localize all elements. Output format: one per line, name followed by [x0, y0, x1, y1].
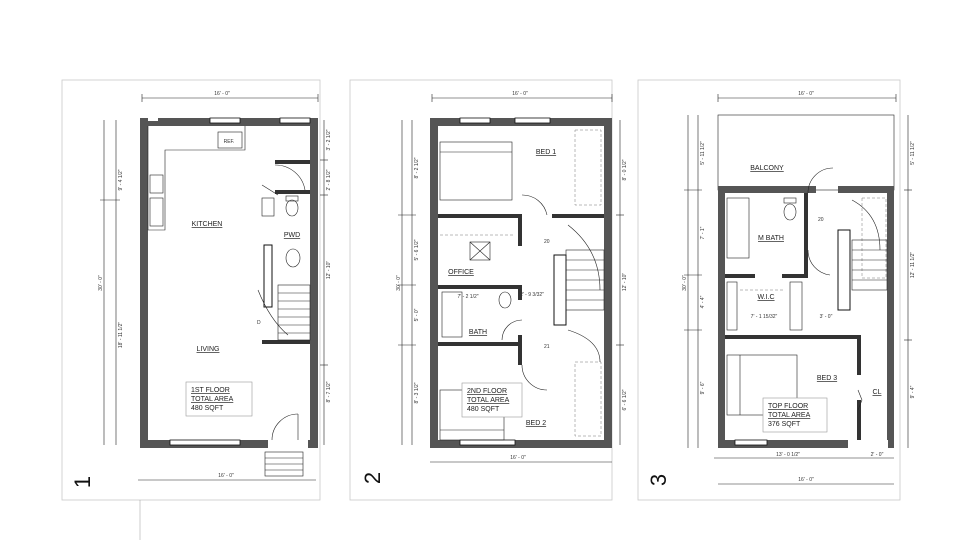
- walls-1: [140, 117, 318, 448]
- sheet-frame-1: [61, 79, 321, 501]
- dim-inner-1-3: 7' - 1 15/32": [751, 314, 778, 320]
- area-line-3-1: TOP FLOOR: [768, 403, 808, 410]
- dim-right-3-1: 12' - 10": [326, 261, 332, 280]
- room-label-bed3: BED 3: [817, 375, 837, 382]
- dimension-lines-3: [684, 94, 912, 485]
- dim-right-2-1: 2' - 8 1/2": [326, 169, 332, 190]
- dim-left-4-2: 8' - 3 1/2": [414, 382, 420, 403]
- dimension-lines-2: [398, 94, 624, 463]
- kitchen-counters-1: [147, 126, 275, 231]
- area-line-2-1: 2ND FLOOR: [467, 388, 507, 395]
- area-box-3: [762, 397, 828, 433]
- dim-left-2-3: 7' - 1": [700, 226, 706, 239]
- area-line-3-2: TOTAL AREA: [768, 412, 811, 419]
- floor-plan-1: 16' - 0" 16' - 0" 30' - 0" 9' - 4 1/2" 1…: [61, 79, 332, 540]
- dim-left-total-2: 30' - 0": [396, 275, 402, 291]
- room-label-pwd: PWD: [284, 232, 300, 239]
- dim-left-2-1: 18' - 11 1/2": [118, 322, 124, 348]
- area-line-1-3: 480 SQFT: [191, 405, 224, 412]
- dimension-lines-1: [100, 94, 328, 481]
- dim-bottom-2-3: 2' - 0": [871, 452, 884, 458]
- dim-bottom-1-3: 13' - 0 1/2": [776, 452, 800, 458]
- dim-left-total-1: 30' - 0": [98, 275, 104, 291]
- dim-right-2-2: 12' - 10": [622, 273, 628, 292]
- stair-mark-1: D: [257, 320, 261, 326]
- dim-left-total-3: 30' - 0": [682, 275, 688, 291]
- dim-inner-2-3: 3' - 0": [820, 314, 833, 320]
- area-line-2-3: 480 SQFT: [467, 406, 500, 413]
- dim-bottom-1: 16' - 0": [218, 473, 234, 479]
- walls-2: [430, 117, 612, 448]
- stair-mark-2a: 20: [544, 239, 550, 245]
- floor-plan-2: 16' - 0" 16' - 0" 30' - 0" 8' - 2 1/2" 5…: [349, 79, 628, 501]
- room-label-wic: W.I.C: [757, 294, 774, 301]
- dim-right-1-3: 5' - 11 1/2": [910, 141, 916, 165]
- sheet-frame-3: [637, 79, 901, 501]
- fixtures-3: [726, 167, 887, 416]
- stairs-2: [565, 224, 605, 363]
- room-label-kitchen: KITCHEN: [192, 221, 223, 228]
- dim-left-1-2: 8' - 2 1/2": [414, 157, 420, 178]
- dim-left-3-2: 5' - 0": [414, 308, 420, 321]
- dim-left-4-3: 9' - 6": [700, 381, 706, 394]
- room-label-balcony: BALCONY: [750, 165, 784, 172]
- dim-top-2: 16' - 0": [512, 91, 528, 97]
- stairs-1: [257, 284, 311, 341]
- dim-top-1: 16' - 0": [214, 91, 230, 97]
- dim-inner-1-2: 7' - 2 1/2": [457, 294, 478, 300]
- area-box-1: [185, 381, 253, 417]
- dim-right-3-2: 6' - 6 1/2": [622, 389, 628, 410]
- dim-left-3-3: 4' - 4": [700, 295, 706, 308]
- plan-number-3: 3: [646, 474, 671, 486]
- room-label-cl: CL: [873, 389, 882, 396]
- room-label-mbath: M BATH: [758, 235, 784, 242]
- dim-inner-2-2: 2' - 9 3/32": [520, 292, 544, 298]
- room-label-bed1: BED 1: [536, 149, 556, 156]
- stairs-3: [851, 199, 888, 291]
- walls-3: [717, 114, 895, 448]
- room-label-living: LIVING: [197, 346, 220, 353]
- stair-mark-3: 20: [818, 217, 824, 223]
- dim-top-3: 16' - 0": [798, 91, 814, 97]
- area-line-3-3: 376 SQFT: [768, 421, 801, 428]
- stair-mark-2b: 21: [544, 344, 550, 350]
- dim-left-2-2: 5' - 6 1/2": [414, 239, 420, 260]
- room-label-bath: BATH: [469, 329, 487, 336]
- powder-room-fixtures-1: [261, 164, 306, 268]
- dim-bottom-3: 16' - 0": [798, 477, 814, 483]
- dim-right-3-3: 9' - 4": [910, 385, 916, 398]
- area-box-2: [461, 382, 523, 418]
- dim-right-1-1: 3' - 2 1/2": [326, 129, 332, 150]
- dim-bottom-2: 16' - 0": [510, 455, 526, 461]
- room-label-office: OFFICE: [448, 269, 474, 276]
- dim-right-1-2: 8' - 0 1/2": [622, 159, 628, 180]
- dim-left-1-1: 9' - 4 1/2": [118, 169, 124, 190]
- room-label-ref: REF.: [224, 139, 235, 145]
- area-line-2-2: TOTAL AREA: [467, 397, 510, 404]
- plan-number-2: 2: [360, 472, 385, 484]
- dim-right-4-1: 8' - 7 1/2": [326, 381, 332, 402]
- room-label-bed2: BED 2: [526, 420, 546, 427]
- entry-door-1: [264, 413, 304, 477]
- plan-number-1: 1: [70, 476, 95, 488]
- area-line-1-1: 1ST FLOOR: [191, 387, 230, 394]
- floor-plan-3: 16' - 0" 16' - 0" 13' - 0 1/2" 2' - 0" 3…: [637, 79, 916, 501]
- area-line-1-2: TOTAL AREA: [191, 396, 234, 403]
- dim-left-1-3: 5' - 11 1/2": [700, 141, 706, 165]
- dim-right-2-3: 12' - 11 1/2": [910, 252, 916, 278]
